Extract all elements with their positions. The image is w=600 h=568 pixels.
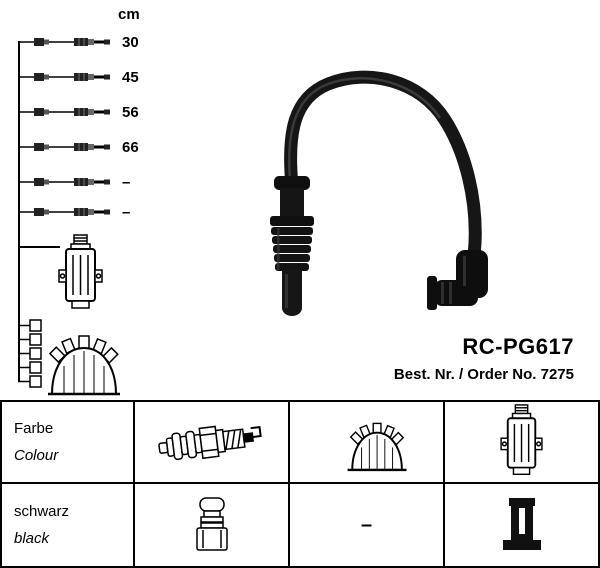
- color-label-de: Farbe: [14, 420, 54, 437]
- cable-row: 66: [18, 137, 148, 157]
- spec-table: Farbe Colour: [0, 400, 600, 568]
- product-code: RC-PG617: [462, 334, 574, 359]
- cable-row: –: [18, 172, 148, 192]
- ignition-coil-drawing: [58, 234, 104, 319]
- spark-plug-cell: [135, 402, 290, 484]
- wire-highlight: [288, 77, 442, 181]
- ignition-cable-icon: [18, 73, 110, 81]
- distributor-cap-icon: [18, 319, 120, 396]
- plug-connector-icon: [195, 497, 228, 551]
- value-label-cell: schwarz black: [2, 484, 135, 566]
- product-photo: [270, 70, 488, 316]
- spark-plug-icon: [157, 425, 262, 461]
- color-label-en: Colour: [14, 447, 59, 464]
- order-number: Best. Nr. / Order No. 7275: [393, 366, 574, 383]
- cable-length-value: –: [122, 203, 131, 221]
- value-label-en: black: [14, 530, 50, 547]
- ignition-cable-icon: [18, 38, 110, 46]
- ignition-cable-icon: [18, 178, 110, 186]
- ignition-coil-icon: [499, 404, 543, 476]
- coil-link-line: [20, 246, 60, 248]
- dash-cell: –: [290, 484, 445, 566]
- cable-length-value: 45: [122, 68, 139, 86]
- plug-connector-cell: [135, 484, 290, 566]
- cable-length-value: 30: [122, 33, 139, 51]
- distributor-cap-cell: [290, 402, 445, 484]
- value-label-de: schwarz: [14, 503, 70, 520]
- coil-connector-cell: [445, 484, 598, 566]
- ignition-cable-icon: [18, 143, 110, 151]
- ignition-coil-cell: [445, 402, 598, 484]
- spark-plug-boot: [270, 176, 314, 316]
- cable-row: 30: [18, 32, 148, 52]
- cable-length-value: –: [122, 173, 131, 191]
- distributor-cap-drawing: [18, 318, 124, 403]
- cable-length-value: 66: [122, 138, 139, 156]
- cable-row: –: [18, 202, 148, 222]
- ignition-cable-icon: [18, 108, 110, 116]
- color-label-cell: Farbe Colour: [2, 402, 135, 484]
- distributor-cap-icon: [347, 422, 407, 472]
- unit-header: cm: [118, 6, 140, 23]
- ignition-wire: [284, 70, 482, 287]
- elbow-boot: [427, 250, 488, 310]
- dash-value: –: [360, 513, 373, 536]
- ignition-cable-icon: [18, 208, 110, 216]
- cable-length-value: 56: [122, 103, 139, 121]
- cable-row: 56: [18, 102, 148, 122]
- ignition-coil-icon: [58, 234, 103, 309]
- cable-row: 45: [18, 67, 148, 87]
- coil-connector-icon: [502, 498, 541, 550]
